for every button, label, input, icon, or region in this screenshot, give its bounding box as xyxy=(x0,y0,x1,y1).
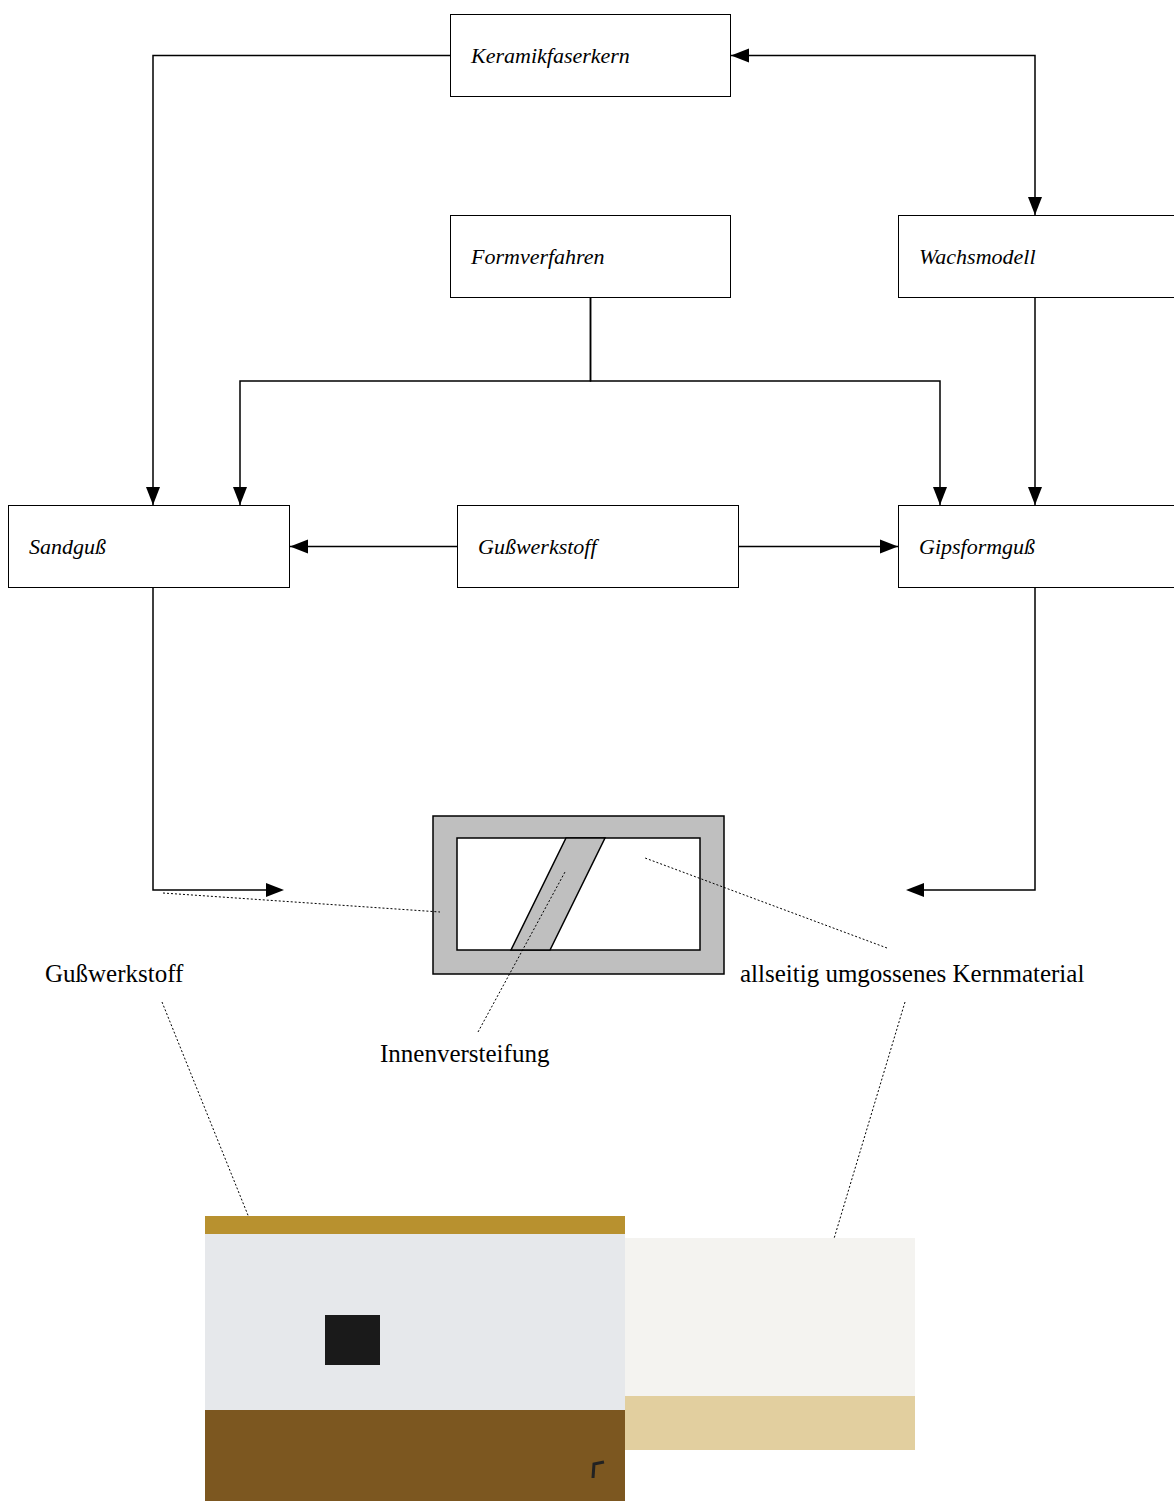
casting-frame xyxy=(433,816,724,974)
box-text: Wachsmodell xyxy=(899,244,1048,270)
flow-arrow xyxy=(731,49,1042,216)
inner-stiffener xyxy=(511,838,605,950)
process-box: Sandguß xyxy=(8,505,290,588)
flow-line xyxy=(918,588,1035,890)
photo-casting xyxy=(205,1216,625,1501)
arrow-head xyxy=(1028,197,1042,215)
process-box: Keramikfaserkern xyxy=(450,14,731,97)
flow-line xyxy=(153,588,272,890)
box-text: Gipsformguß xyxy=(899,534,1047,560)
arrow-head xyxy=(266,883,284,897)
arrow-head xyxy=(880,540,898,554)
process-box: Formverfahren xyxy=(450,215,731,298)
arrow-head xyxy=(233,487,247,505)
core-area xyxy=(457,838,700,950)
arrow-head xyxy=(290,540,308,554)
process-box: Gipsformguß xyxy=(898,505,1174,588)
arrow-head xyxy=(731,49,749,63)
leader-line xyxy=(478,872,565,1032)
process-box: Wachsmodell xyxy=(898,215,1174,298)
flow-arrow xyxy=(233,298,591,505)
flow-arrow xyxy=(591,298,948,505)
flow-arrow xyxy=(1028,298,1042,505)
part-label: Gußwerkstoff xyxy=(45,960,183,988)
flow-arrow xyxy=(290,540,457,554)
arrow-head xyxy=(1028,487,1042,505)
arrow-head xyxy=(146,487,160,505)
flow-arrow xyxy=(146,56,450,506)
box-text: Keramikfaserkern xyxy=(451,43,642,69)
flow-arrow xyxy=(739,540,898,554)
part-label: allseitig umgossenes Kernmaterial xyxy=(740,960,1084,988)
part-label: Innenversteifung xyxy=(380,1040,549,1068)
arrow-head xyxy=(906,883,924,897)
box-text: Formverfahren xyxy=(451,244,617,270)
photo-core xyxy=(625,1238,915,1450)
arrow-head xyxy=(933,487,947,505)
box-text: Gußwerkstoff xyxy=(458,534,609,560)
leader-line xyxy=(163,893,440,912)
process-box: Gußwerkstoff xyxy=(457,505,739,588)
leader-line xyxy=(645,858,887,948)
box-text: Sandguß xyxy=(9,534,118,560)
leader-line xyxy=(162,1002,262,1250)
